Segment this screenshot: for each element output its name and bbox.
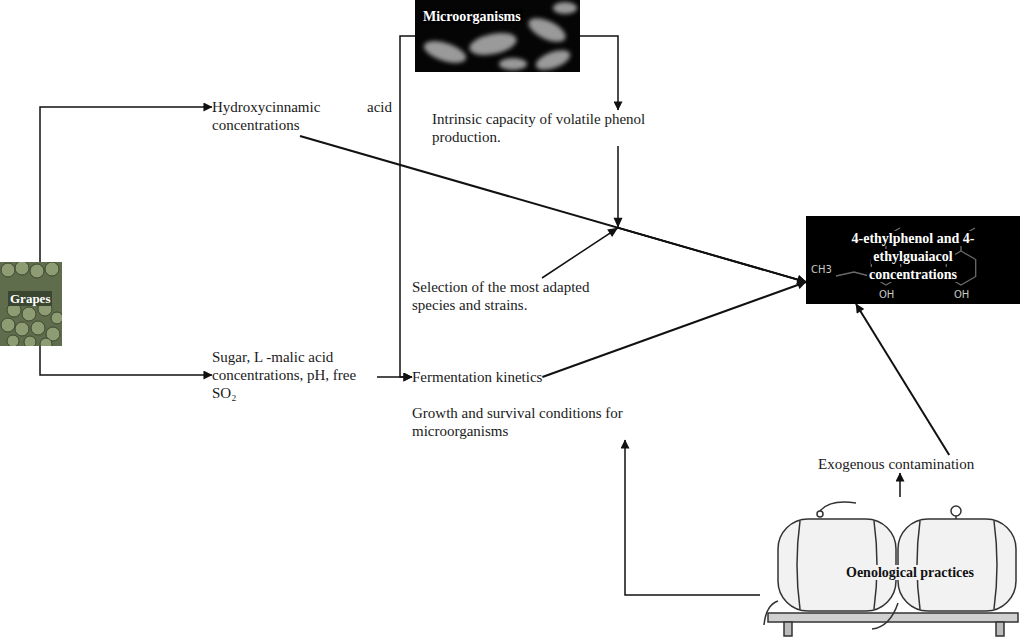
text-wrap: Intrinsic capacity of volatile phenol pr… <box>432 110 682 146</box>
connector-arrow <box>856 304 949 455</box>
chemical-group: OH <box>878 289 895 301</box>
image-label: Oenological practices <box>844 565 976 580</box>
text-node: Intrinsic capacity of volatile phenol pr… <box>432 110 682 146</box>
text-wrap: Microorganisms <box>421 7 580 26</box>
junction-arrowhead <box>607 228 618 237</box>
connector-arrow <box>40 107 212 262</box>
node-text: Sugar, L -malic acid concentrations, pH,… <box>212 348 377 402</box>
text-node: Sugar, L -malic acid concentrations, pH,… <box>212 348 377 402</box>
result-box: 4-ethylphenol and 4-ethylguaiacol concen… <box>806 216 1020 304</box>
node-text: Hydroxycinnamic acid concentrations <box>212 98 392 134</box>
connector-arrow <box>377 376 412 378</box>
node-text: Growth and survival conditions for micro… <box>412 404 662 440</box>
node-text: Selection of the most adapted species an… <box>412 278 622 314</box>
connector-arrow <box>542 228 806 282</box>
photo-node: Microorganisms <box>415 0 580 72</box>
connector-arrow <box>400 36 415 377</box>
text-node: Growth and survival conditions for micro… <box>412 404 662 440</box>
connector-arrow <box>580 36 618 110</box>
text-wrap: 4-ethylphenol and 4-ethylguaiacol concen… <box>833 229 993 283</box>
text-wrap: Fermentation kinetics <box>412 368 542 386</box>
connector-arrow <box>625 440 760 595</box>
node-text: Exogenous contamination <box>818 455 974 473</box>
text-wrap: Growth and survival conditions for micro… <box>412 404 662 440</box>
chemical-group: CH3 <box>810 264 833 276</box>
text-wrap: Selection of the most adapted species an… <box>412 278 622 314</box>
connector-arrow <box>40 346 212 375</box>
text-node: Fermentation kinetics <box>412 368 542 386</box>
text-node: Hydroxycinnamic acid concentrations <box>212 98 392 134</box>
connector-arrow <box>542 282 806 377</box>
connector-arrow <box>618 146 806 282</box>
text-node: Selection of the most adapted species an… <box>412 278 622 314</box>
node-text: Fermentation kinetics <box>412 368 542 386</box>
image-label: Microorganisms <box>421 9 523 24</box>
text-wrap: Grapes <box>8 289 62 308</box>
chemical-group: OH <box>953 289 970 301</box>
connector-arrow <box>899 473 901 497</box>
text-wrap: Hydroxycinnamic acid concentrations <box>212 98 392 134</box>
image-label: Grapes <box>8 291 52 306</box>
junction-arrowhead <box>614 218 623 228</box>
text-wrap: Exogenous contamination <box>818 455 974 473</box>
text-wrap: Oenological practices <box>844 563 1020 582</box>
text-wrap: Sugar, L -malic acid concentrations, pH,… <box>212 348 377 402</box>
photo-node: Grapes <box>0 262 62 346</box>
connector-arrow <box>300 136 806 282</box>
node-text: Intrinsic capacity of volatile phenol pr… <box>432 110 682 146</box>
text-node: Exogenous contamination <box>818 455 974 473</box>
image-label: 4-ethylphenol and 4-ethylguaiacol concen… <box>850 231 977 282</box>
photo-node: Oenological practices <box>760 497 1020 639</box>
